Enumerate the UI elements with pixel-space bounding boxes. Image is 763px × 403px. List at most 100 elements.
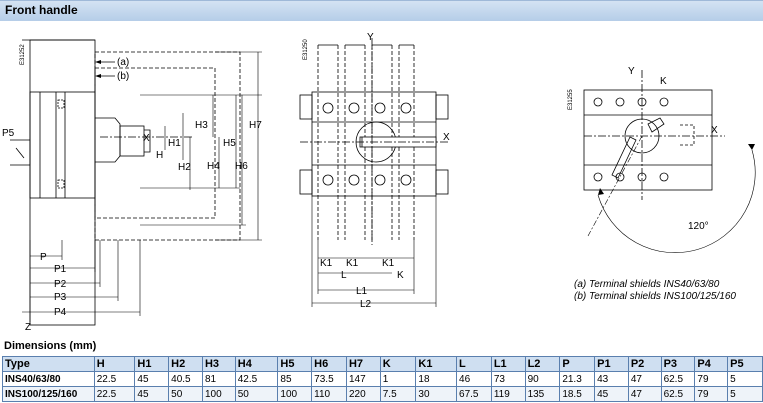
- front-view: [299, 44, 449, 240]
- table-cell: INS100/125/160: [2, 386, 95, 402]
- col-l1: L1: [490, 356, 526, 372]
- label-h6: H6: [235, 161, 248, 172]
- table-cell: 45: [134, 371, 170, 387]
- rotation-view: [583, 89, 756, 254]
- label-l: L: [341, 270, 347, 281]
- label-p4: P4: [54, 307, 67, 318]
- col-h6: H6: [311, 356, 347, 372]
- table-cell: 5: [727, 386, 763, 402]
- table-cell: 67.5: [456, 386, 492, 402]
- col-h5: H5: [277, 356, 313, 372]
- col-h2: H2: [168, 356, 203, 372]
- table-cell: 18: [415, 371, 458, 387]
- table-cell: 62.5: [660, 386, 696, 402]
- col-l: L: [456, 356, 492, 372]
- table-cell: 1: [379, 371, 417, 387]
- table-cell: 62.5: [660, 371, 696, 387]
- col-h1: H1: [134, 356, 170, 372]
- label-k1-1: K1: [320, 258, 333, 269]
- label-x-side: X: [143, 133, 150, 144]
- col-p5: P5: [727, 356, 763, 372]
- table-cell: 42.5: [234, 371, 279, 387]
- label-z: Z: [25, 322, 31, 333]
- table-cell: 47: [627, 371, 662, 387]
- label-h1: H1: [168, 138, 181, 149]
- table-cell: 81: [201, 371, 236, 387]
- table-cell: 73.5: [311, 371, 347, 387]
- col-h4: H4: [234, 356, 279, 372]
- drawing-code-1: E31252: [20, 44, 26, 65]
- table-cell: 119: [490, 386, 526, 402]
- col-p1: P1: [594, 356, 629, 372]
- table-cell: 90: [524, 371, 561, 387]
- section-title: Front handle: [5, 3, 78, 17]
- label-p1: P1: [54, 264, 67, 275]
- table-cell: 22.5: [93, 371, 136, 387]
- label-h2: H2: [178, 162, 191, 173]
- col-k: K: [379, 356, 417, 372]
- table-cell: INS40/63/80: [2, 371, 95, 387]
- table-cell: 21.3: [559, 371, 596, 387]
- label-l2: L2: [360, 299, 372, 310]
- table-header-row: Type H H1 H2 H3 H4 H5 H6 H7 K K1 L L1 L2…: [2, 356, 763, 372]
- table-row: INS100/125/160 22.5 45 50 100 50 100 110…: [2, 386, 763, 402]
- note-b: (b) Terminal shields INS100/125/160: [574, 291, 736, 302]
- table-cell: 47: [627, 386, 662, 402]
- label-k: K: [397, 270, 404, 281]
- table-row: INS40/63/80 22.5 45 40.5 81 42.5 85 73.5…: [2, 371, 763, 387]
- table-cell: 220: [345, 386, 381, 402]
- table-cell: 73: [490, 371, 526, 387]
- side-view: [10, 39, 241, 326]
- label-p3: P3: [54, 292, 67, 303]
- table-cell: 110: [311, 386, 347, 402]
- table-cell: 79: [694, 371, 729, 387]
- col-k1: K1: [415, 356, 458, 372]
- table-cell: 43: [594, 371, 629, 387]
- label-p5: P5: [2, 128, 15, 139]
- col-h7: H7: [345, 356, 381, 372]
- col-l2: L2: [524, 356, 561, 372]
- label-l1: L1: [356, 286, 368, 297]
- table-cell: 147: [345, 371, 381, 387]
- col-h3: H3: [201, 356, 236, 372]
- drawing-code-2: E31250: [303, 39, 309, 60]
- table-cell: 50: [234, 386, 279, 402]
- label-h7: H7: [249, 120, 262, 131]
- label-h3: H3: [195, 120, 208, 131]
- label-h4: H4: [207, 161, 220, 172]
- drawing-code-3: E31255: [568, 89, 574, 110]
- col-p2: P2: [627, 356, 662, 372]
- label-p2: P2: [54, 279, 67, 290]
- label-b: (b): [117, 71, 129, 82]
- label-angle: 120°: [688, 221, 709, 232]
- col-p3: P3: [660, 356, 696, 372]
- table-cell: 5: [727, 371, 763, 387]
- label-k1-2: K1: [346, 258, 359, 269]
- table-cell: 50: [168, 386, 203, 402]
- col-type: Type: [2, 356, 95, 372]
- label-h: H: [156, 150, 163, 161]
- col-p: P: [559, 356, 596, 372]
- label-k-rot: K: [660, 76, 667, 87]
- section-header-bar: Front handle: [0, 0, 763, 21]
- table-cell: 7.5: [379, 386, 417, 402]
- label-p: P: [40, 252, 47, 263]
- label-y-rot: Y: [628, 66, 635, 77]
- col-h: H: [93, 356, 136, 372]
- table-cell: 22.5: [93, 386, 136, 402]
- table-cell: 45: [134, 386, 170, 402]
- table-cell: 100: [277, 386, 313, 402]
- label-a: (a): [117, 57, 129, 68]
- table-cell: 100: [201, 386, 236, 402]
- label-x-front: X: [443, 132, 450, 143]
- label-k1-3: K1: [382, 258, 395, 269]
- dimensions-title: Dimensions (mm): [4, 340, 97, 352]
- table-cell: 40.5: [168, 371, 203, 387]
- table-cell: 45: [594, 386, 629, 402]
- table-cell: 46: [456, 371, 492, 387]
- table-cell: 30: [415, 386, 458, 402]
- table-cell: 85: [277, 371, 313, 387]
- label-h5: H5: [223, 138, 236, 149]
- label-y-front: Y: [367, 32, 374, 43]
- table-cell: 18.5: [559, 386, 596, 402]
